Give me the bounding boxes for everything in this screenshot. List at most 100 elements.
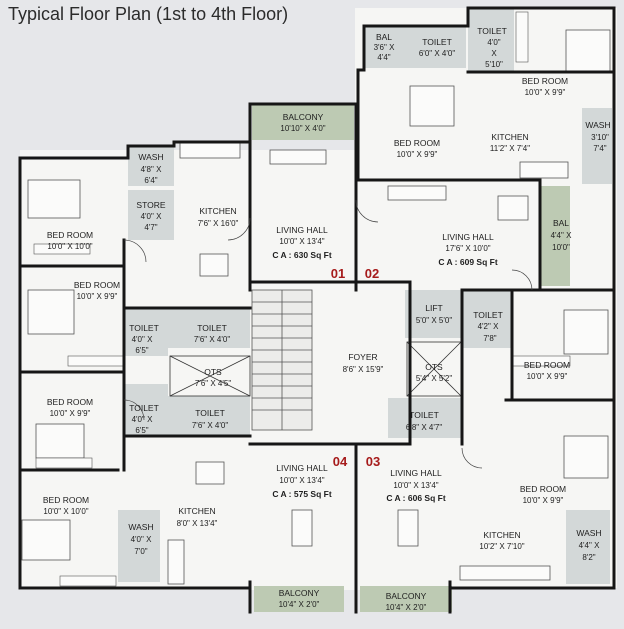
wet-zones [118, 8, 612, 584]
bed-02 [409, 85, 455, 127]
living-01-ca: C A : 630 Sq Ft [272, 250, 332, 260]
balcony-03-dim: 10'4" X 2'0" [386, 603, 427, 612]
bed-tr [565, 29, 611, 73]
bed-01b-name: BED ROOM [74, 280, 120, 290]
sofa-01 [269, 149, 327, 165]
ots-left-dim: 7'6" X 4'5" [195, 379, 231, 388]
living-02-dim: 17'6" X 10'0" [445, 244, 490, 253]
bed-03a [563, 309, 609, 355]
flat-numbers: 01 02 04 03 [331, 266, 380, 469]
toilet-01a-zone [124, 308, 168, 356]
wash-02-dim2: 7'4" [593, 144, 606, 153]
wardrobes [33, 11, 571, 587]
staircase [251, 289, 313, 431]
living-02-name: LIVING HALL [442, 232, 494, 242]
balcony-03-zone [360, 586, 452, 612]
toilet-02a-name: TOILET [473, 310, 503, 320]
bed-tr-name: BED ROOM [522, 76, 568, 86]
toilet-01a-dim1: 4'0" X [132, 335, 153, 344]
toilet-04a-name: TOILET [129, 403, 159, 413]
flat-number-03: 03 [366, 454, 380, 469]
wash-01-dim2: 6'4" [144, 176, 157, 185]
bal-a-name: BAL [376, 32, 392, 42]
kitchen-03-dim: 10'2" X 7'10" [479, 542, 524, 551]
beds [21, 29, 611, 561]
tables-and-sofas [167, 141, 569, 585]
store-01-dim1: 4'0" X [141, 212, 162, 221]
sofa-02 [387, 185, 447, 201]
dining-04 [195, 461, 225, 485]
toilet-b-name: TOILET [477, 26, 507, 36]
wash-03-zone [566, 510, 610, 584]
kitchen-03-name: KITCHEN [483, 530, 520, 540]
kitchen-04-name: KITCHEN [178, 506, 215, 516]
bal-02-name: BAL [553, 218, 569, 228]
counter-03 [459, 565, 551, 581]
ots-right-name: OTS [425, 362, 443, 372]
flat-number-02: 02 [365, 266, 379, 281]
living-02-ca: C A : 609 Sq Ft [438, 257, 498, 267]
living-03-dim: 10'0" X 13'4" [393, 481, 438, 490]
toilet-b-dim2: X [491, 49, 497, 58]
toilet-04b-zone [168, 396, 250, 436]
flat-number-04: 04 [333, 454, 348, 469]
living-03-name: LIVING HALL [390, 468, 442, 478]
toilet-04b-name: TOILET [195, 408, 225, 418]
bed-04a-name: BED ROOM [47, 397, 93, 407]
bal-a-dim1: 3'6" X [374, 43, 395, 52]
toilet-04a-dim2: 6'5" [135, 426, 148, 435]
balcony-top-dim: 10'10" X 4'0" [280, 124, 325, 133]
bed-tr-dim: 10'0" X 9'9" [525, 88, 566, 97]
toilet-a-dim: 6'0" X 4'0" [419, 49, 455, 58]
living-03-ca: C A : 606 Sq Ft [386, 493, 446, 503]
bed-01b [27, 289, 75, 335]
toilet-02a-dim2: 7'8" [483, 334, 496, 343]
toilet-02a-zone [462, 290, 512, 348]
bal-02-zone [540, 186, 570, 286]
toilet-b-dim1: 4'0" [487, 38, 500, 47]
bal-02-dim1: 4'4" X [551, 231, 572, 240]
lift-name: LIFT [425, 303, 442, 313]
living-01-name: LIVING HALL [276, 225, 328, 235]
wardrobe-tr [515, 11, 529, 63]
wash-02-dim1: 3'10" [591, 133, 609, 142]
wash-03-name: WASH [576, 528, 601, 538]
balcony-04-name: BALCONY [279, 588, 320, 598]
foyer-dim: 8'6" X 15'9" [343, 365, 384, 374]
bed-02-name: BED ROOM [394, 138, 440, 148]
toilet-03a-name: TOILET [409, 410, 439, 420]
ots-left-void [169, 355, 251, 397]
kitchen-04-dim: 8'0" X 13'4" [177, 519, 218, 528]
counter-04 [167, 539, 185, 585]
wardrobe-04b [59, 575, 117, 587]
bed-04a-dim: 10'0" X 9'9" [50, 409, 91, 418]
ots-right-dim: 5'4" X 5'2" [416, 374, 452, 383]
wardrobe-01b [67, 355, 125, 367]
counter-01 [179, 141, 241, 159]
wardrobe-01a [33, 243, 91, 255]
toilet-04b-dim: 7'6" X 4'0" [192, 421, 228, 430]
lift-dim: 5'0" X 5'0" [416, 316, 452, 325]
toilet-01b-zone [168, 308, 250, 348]
bed-04b-dim: 10'0" X 10'0" [43, 507, 88, 516]
toilet-04a-zone [124, 384, 168, 436]
counter-02 [519, 161, 569, 179]
living-01-dim: 10'0" X 13'4" [279, 237, 324, 246]
wardrobe-04a [35, 457, 93, 469]
door-swings [123, 199, 533, 469]
balcony-top-zone [252, 104, 354, 140]
toilet-b-zone [468, 8, 514, 72]
wash-03-dim1: 4'4" X [579, 541, 600, 550]
dining-02 [497, 195, 529, 221]
kitchen-02-dim: 11'2" X 7'4" [490, 144, 530, 153]
bed-03a-name: BED ROOM [524, 360, 570, 370]
wash-02-name: WASH [585, 120, 610, 130]
bed-03a-dim: 10'0" X 9'9" [527, 372, 568, 381]
wash-01-name: WASH [138, 152, 163, 162]
wash-04-zone [118, 510, 160, 582]
wash-02-zone [582, 108, 612, 184]
kitchen-01-name: KITCHEN [199, 206, 236, 216]
dining-01 [199, 253, 229, 277]
